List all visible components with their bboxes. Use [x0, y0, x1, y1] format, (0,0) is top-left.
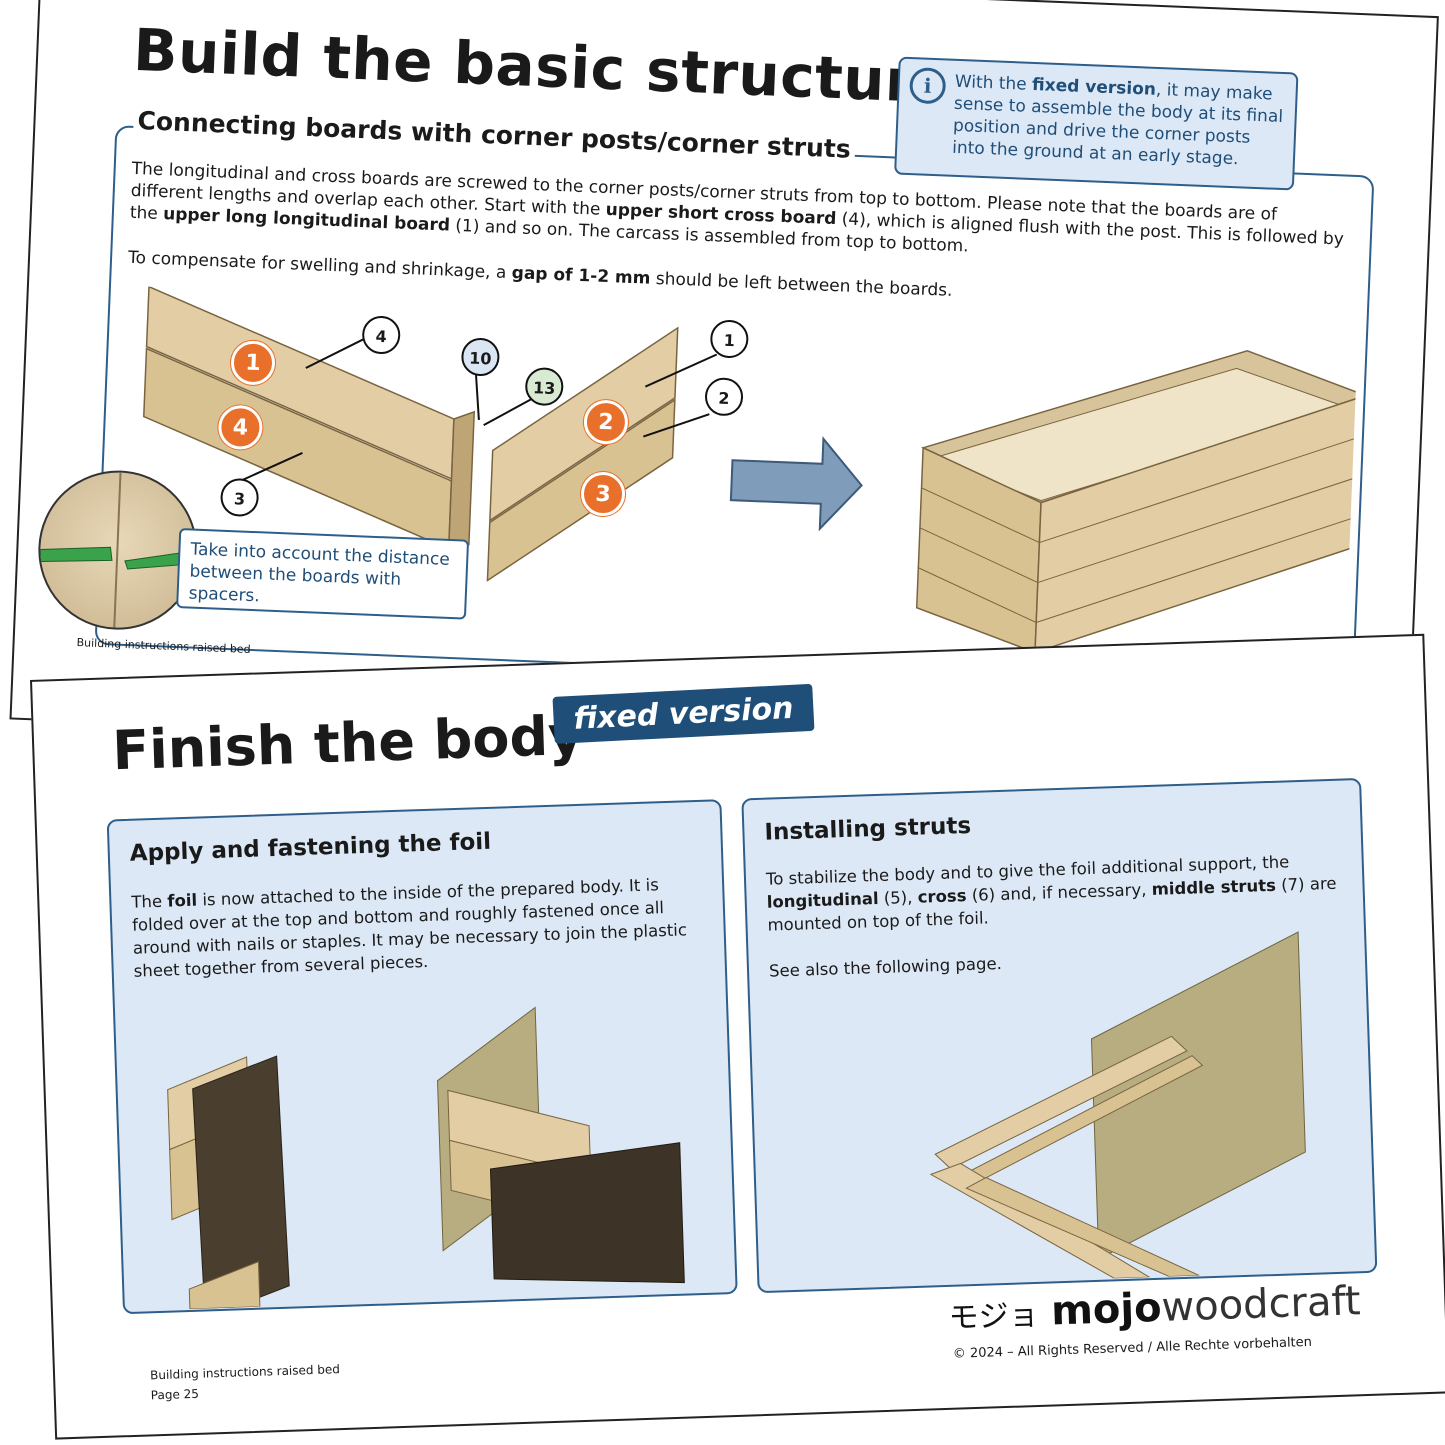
- struts-illustration: [929, 931, 1306, 1279]
- instruction-page-bottom: Finish the body fixed version Apply and …: [30, 633, 1445, 1440]
- boards-illustration: [142, 285, 1359, 654]
- struts-heading: Installing struts: [764, 812, 972, 846]
- foil-illustration: [167, 1006, 685, 1311]
- struts-card: Installing struts To stabilize the body …: [741, 777, 1378, 1294]
- instruction-page-top: Build the basic structure Connecting boa…: [9, 0, 1439, 776]
- spacer-note: Take into account the distance between t…: [176, 528, 470, 620]
- footer-title: Building instructions raised bed: [149, 1362, 341, 1383]
- page-title: Build the basic structure: [132, 15, 956, 117]
- version-tag: fixed version: [552, 683, 815, 744]
- foil-card: Apply and fastening the foil The foil is…: [106, 799, 738, 1315]
- page-title: Finish the body: [111, 703, 585, 783]
- foil-heading: Apply and fastening the foil: [129, 828, 492, 867]
- info-box: i With the fixed version, it may make se…: [894, 56, 1299, 191]
- page-number: Page 25: [150, 1386, 200, 1403]
- brand-logo: モジョ mojowoodcraft: [948, 1278, 1362, 1336]
- info-icon: i: [908, 67, 947, 105]
- copyright-text: © 2024 – All Rights Reserved / Alle Rech…: [952, 1334, 1313, 1362]
- foil-paragraph: The foil is now attached to the inside o…: [131, 875, 688, 981]
- info-text: With the fixed version, it may make sens…: [951, 71, 1284, 170]
